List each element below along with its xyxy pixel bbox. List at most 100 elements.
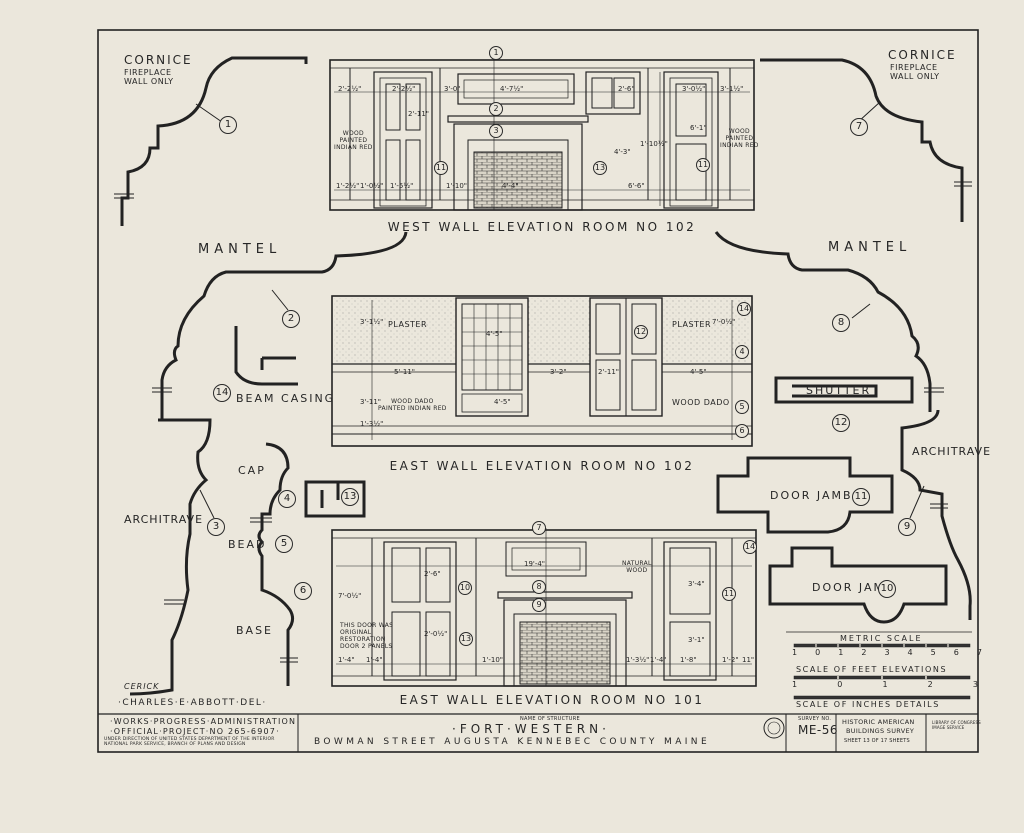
east-102-dim-5: 2'-11" bbox=[598, 368, 620, 376]
bead-label: BEAD bbox=[228, 538, 267, 551]
east-102-plaster-right: PLASTER bbox=[672, 320, 712, 329]
sheet-border bbox=[97, 29, 979, 753]
metric-scale-title: METRIC SCALE bbox=[840, 634, 923, 643]
callout-14-elevation-a: 14 bbox=[737, 302, 751, 316]
east-102-dado-left: WOOD DADO PAINTED INDIAN RED bbox=[378, 398, 447, 412]
east-101-natural-wood: NATURAL WOOD bbox=[622, 560, 652, 574]
beam-casing-label: BEAM CASING bbox=[236, 392, 336, 405]
base-label: BASE bbox=[236, 624, 274, 637]
profile-door-jamb-11 bbox=[716, 456, 894, 534]
profile-architrave-right bbox=[900, 409, 972, 620]
callout-3: 3 bbox=[207, 518, 225, 536]
east-101-dim-12: 1'-8" bbox=[680, 656, 697, 664]
callout-6: 6 bbox=[294, 582, 312, 600]
callout-9-elevation: 9 bbox=[532, 598, 546, 612]
callout-12: 12 bbox=[832, 414, 850, 432]
profile-mantel-right bbox=[714, 231, 932, 412]
metric-tick: 7 bbox=[976, 648, 982, 657]
shutter-label: SHUTTER bbox=[806, 384, 872, 397]
east-102-dim-7: 7'-0½" bbox=[712, 318, 736, 326]
west-dim-9: 2'-11" bbox=[408, 110, 430, 118]
west-dim-5: 2'-6" bbox=[618, 85, 635, 93]
feet-tick: 3 bbox=[972, 680, 978, 689]
seal bbox=[763, 717, 785, 739]
callout-13-elevation-a: 13 bbox=[593, 161, 607, 175]
callout-10: 10 bbox=[878, 580, 896, 598]
callout-3-elevation: 3 bbox=[489, 124, 503, 138]
east-102-dim-6: 4'-5" bbox=[690, 368, 707, 376]
east-101-dim-14: 11" bbox=[742, 656, 755, 664]
west-note-right: WOOD PAINTED INDIAN RED bbox=[720, 128, 759, 149]
west-dim-16: 4'-4" bbox=[502, 182, 519, 190]
delineator: ·CHARLES·E·ABBOTT·DEL· bbox=[118, 698, 267, 708]
west-dim-4: 4'-7½" bbox=[500, 85, 524, 93]
callout-1-elevation: 1 bbox=[489, 46, 503, 60]
metric-tick: 1 bbox=[838, 648, 844, 657]
cap-label: CAP bbox=[238, 464, 266, 477]
metric-tick: 1 bbox=[792, 648, 798, 657]
callout-10-elevation: 10 bbox=[458, 581, 472, 595]
west-dim-7: 3'-1½" bbox=[720, 85, 744, 93]
metric-tick: 0 bbox=[815, 648, 821, 657]
feet-tick: 1 bbox=[882, 680, 888, 689]
door-jamb-10-label: DOOR JAMB bbox=[812, 581, 895, 594]
leader-lines bbox=[195, 101, 925, 519]
west-dim-10: 6'-1" bbox=[690, 124, 707, 132]
callout-6-elevation: 6 bbox=[735, 424, 749, 438]
profile-mantel-right-break bbox=[924, 387, 944, 393]
tb-library: LIBRARY OF CONGRESS IMAGE SERVICE bbox=[932, 720, 981, 730]
east-102-dim-4: 3'-2" bbox=[550, 368, 567, 376]
callout-7: 7 bbox=[850, 118, 868, 136]
callout-8: 8 bbox=[832, 314, 850, 332]
east-102-dim-1: 3'-1½" bbox=[360, 318, 384, 326]
callout-8-elevation: 8 bbox=[532, 580, 546, 594]
tb-project: ·OFFICIAL·PROJECT·NO 265-6907· bbox=[110, 727, 280, 736]
cornice-left-label: CORNICE bbox=[124, 53, 193, 67]
profile-architrave-right-break bbox=[930, 503, 948, 509]
west-dim-13: 1'-0½" bbox=[360, 182, 384, 190]
callout-7-elevation: 7 bbox=[532, 521, 546, 535]
feet-tick: 2 bbox=[927, 680, 933, 689]
feet-scale-ticks: 1 0 1 2 3 bbox=[792, 680, 978, 689]
west-dim-14: 1'-5½" bbox=[390, 182, 414, 190]
mantel-right-label: MANTEL bbox=[828, 240, 912, 255]
callout-11-elevation-a: 11 bbox=[434, 161, 448, 175]
cornice-right-label: CORNICE bbox=[888, 48, 957, 62]
profile-beam-casing bbox=[234, 326, 298, 386]
architrave-left-label: ARCHITRAVE bbox=[124, 513, 204, 526]
east-102-caption: EAST WALL ELEVATION ROOM NO 102 bbox=[389, 459, 695, 473]
inches-scale-title: SCALE OF INCHES DETAILS bbox=[796, 700, 940, 709]
scale-bars bbox=[786, 631, 972, 700]
metric-tick: 5 bbox=[930, 648, 936, 657]
feet-scale-title: SCALE OF FEET ELEVATIONS bbox=[796, 665, 948, 674]
profile-cornice-right bbox=[760, 58, 964, 222]
east-101-dim-4: 2'-6" bbox=[424, 570, 441, 578]
tb-under-direction: UNDER DIRECTION OF UNITED STATES DEPARTM… bbox=[104, 737, 275, 747]
profile-13 bbox=[304, 480, 366, 518]
east-101-dim-3: 3'-4" bbox=[688, 580, 705, 588]
callout-11: 11 bbox=[852, 488, 870, 506]
east-102-dim-9: 1'-3½" bbox=[360, 420, 384, 428]
feet-tick: 1 bbox=[792, 680, 798, 689]
callout-12-elevation: 12 bbox=[634, 325, 648, 339]
tb-survey-no: ME-56 bbox=[798, 723, 839, 737]
callout-14-elevation-b: 14 bbox=[743, 540, 757, 554]
callout-2-elevation: 2 bbox=[489, 102, 503, 116]
east-101-dim-6: 3'-1" bbox=[688, 636, 705, 644]
feet-tick: 0 bbox=[837, 680, 843, 689]
callout-1: 1 bbox=[219, 116, 237, 134]
east-101-dim-10: 1'-3½" bbox=[626, 656, 650, 664]
callout-9: 9 bbox=[898, 518, 916, 536]
west-dim-6: 3'-0½" bbox=[682, 85, 706, 93]
tb-wpa: ·WORKS·PROGRESS·ADMINISTRATION bbox=[110, 717, 297, 726]
callout-11-elevation-c: 11 bbox=[722, 587, 736, 601]
west-dim-3: 3'-0" bbox=[444, 85, 461, 93]
profile-door-jamb-10 bbox=[768, 546, 948, 624]
tb-name-label: NAME OF STRUCTURE bbox=[520, 716, 580, 722]
east-101-dim-13: 1'-2" bbox=[722, 656, 739, 664]
east-101-dim-11: 1'-4" bbox=[650, 656, 667, 664]
mantel-left-label: MANTEL bbox=[198, 242, 282, 257]
east-101-caption: EAST WALL ELEVATION ROOM NO 101 bbox=[399, 693, 705, 707]
east-102-dim-3: 5'-11" bbox=[394, 368, 416, 376]
